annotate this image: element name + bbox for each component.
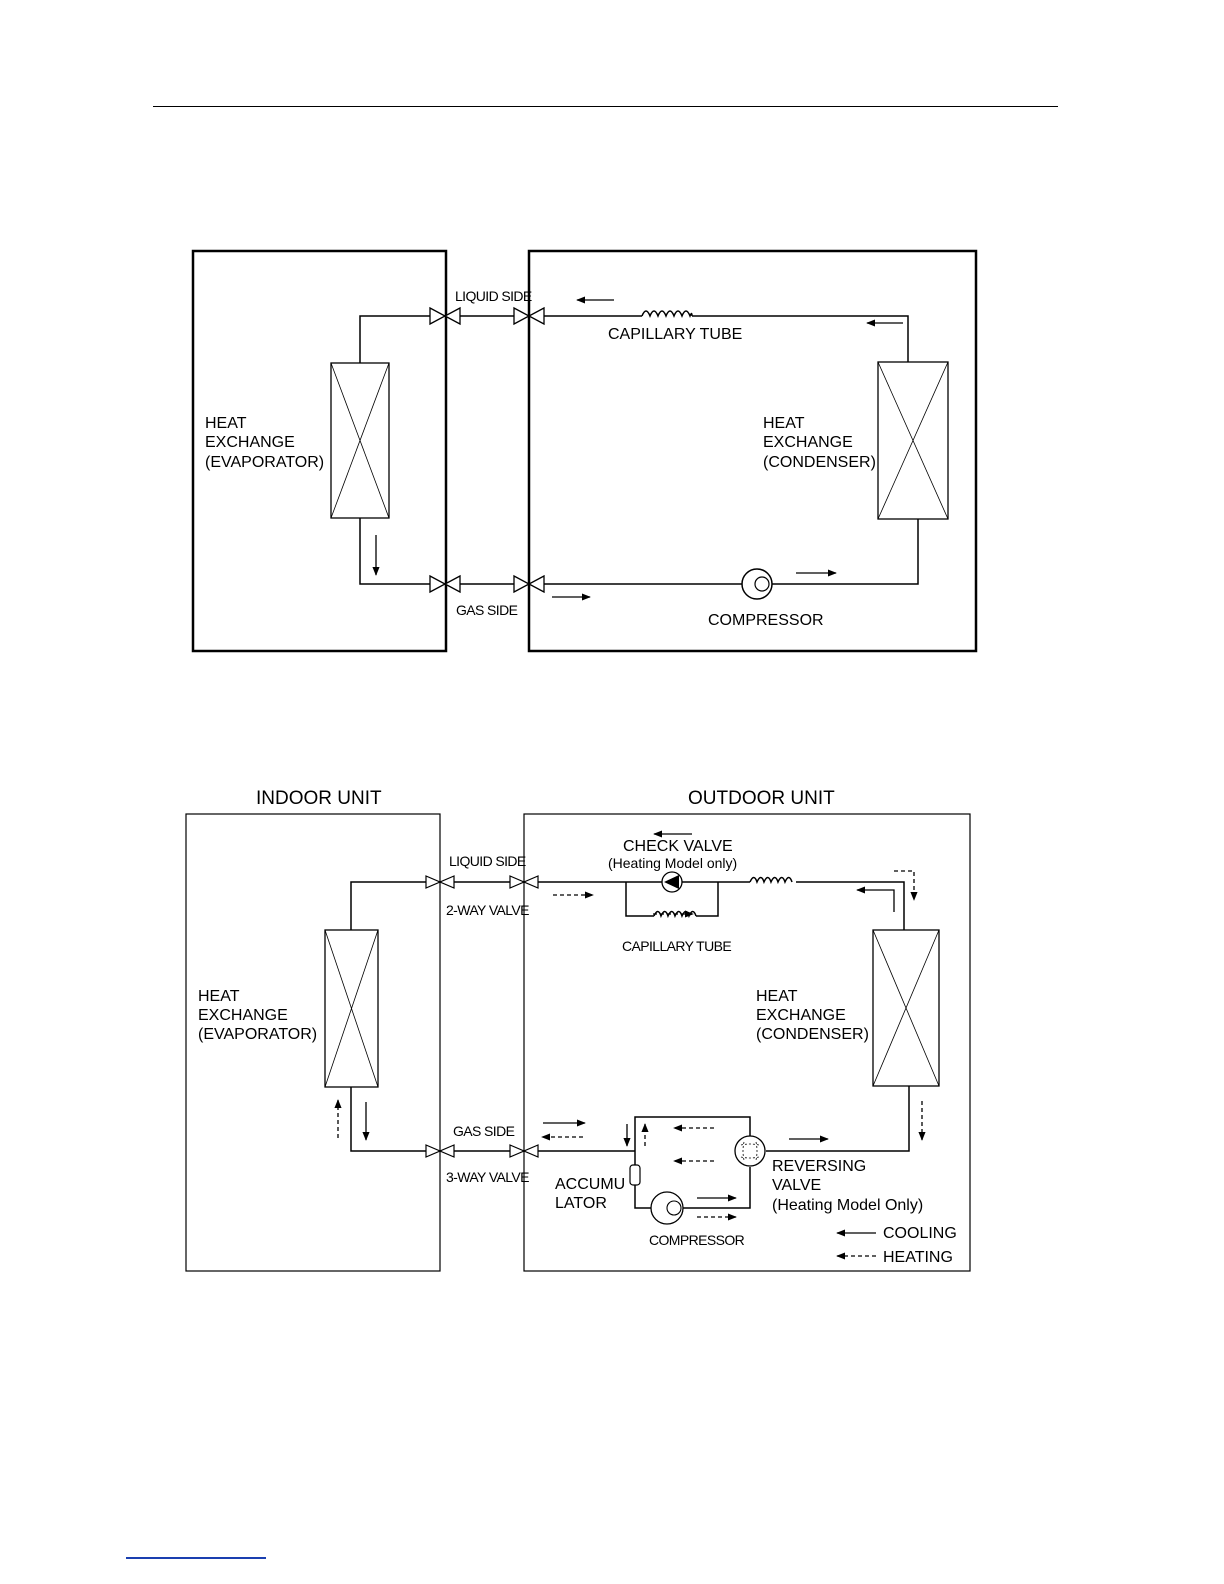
accumulator-outlet <box>634 1185 652 1209</box>
check-valve-symbol <box>661 871 683 893</box>
gas-line <box>359 518 919 585</box>
condenser-label: HEAT EXCHANGE (CONDENSER) <box>756 988 869 1043</box>
evaporator-coil <box>324 929 379 1088</box>
gas-valve-indoor <box>429 574 461 594</box>
cooling-arrow <box>856 886 895 912</box>
header-rule <box>153 106 1058 107</box>
liquid-line <box>350 881 826 930</box>
svg-text:EXCHANGE: EXCHANGE <box>198 1007 288 1024</box>
svg-text:REVERSING: REVERSING <box>772 1158 866 1175</box>
svg-text:(EVAPORATOR): (EVAPORATOR) <box>205 454 324 471</box>
capillary-tube-coil <box>641 308 693 322</box>
two-way-valve-label: 2-WAY VALVE <box>446 902 529 918</box>
condenser-coil <box>877 361 949 520</box>
svg-text:EXCHANGE: EXCHANGE <box>763 434 853 451</box>
svg-text:HEAT: HEAT <box>198 988 240 1005</box>
outdoor-unit-title: OUTDOOR UNIT <box>688 788 835 809</box>
reversing-valve-label: REVERSING VALVE (Heating Model Only) <box>772 1158 923 1214</box>
svg-text:(CONDENSER): (CONDENSER) <box>756 1026 869 1043</box>
svg-text:HEAT: HEAT <box>756 988 798 1005</box>
svg-text:EXCHANGE: EXCHANGE <box>756 1007 846 1024</box>
compressor-symbol <box>741 568 773 600</box>
gas-valve-outdoor <box>513 574 545 594</box>
legend: COOLING HEATING <box>836 1225 957 1266</box>
accumulator-pipe <box>634 1116 751 1151</box>
accumulator-symbol <box>629 1164 641 1186</box>
liquid-line-condenser <box>826 881 905 930</box>
evaporator-label: HEAT EXCHANGE (EVAPORATOR) <box>198 988 317 1043</box>
condenser-coil <box>872 929 940 1087</box>
accumulator-label: ACCUMU LATOR <box>555 1176 625 1212</box>
gas-line <box>350 1087 635 1152</box>
three-way-valve-label: 3-WAY VALVE <box>446 1169 529 1185</box>
svg-text:(CONDENSER): (CONDENSER) <box>763 454 876 471</box>
capillary-tube-label: CAPILLARY TUBE <box>622 938 731 954</box>
svg-text:EXCHANGE: EXCHANGE <box>205 434 295 451</box>
liquid-valve-indoor <box>425 875 455 889</box>
outdoor-unit-box <box>527 249 978 653</box>
three-way-valve <box>509 1144 539 1158</box>
check-valve-note: (Heating Model only) <box>608 855 737 871</box>
gas-side-label: GAS SIDE <box>456 602 518 618</box>
compressor-label: COMPRESSOR <box>649 1232 745 1248</box>
compressor-label: COMPRESSOR <box>708 612 824 629</box>
indoor-unit-title: INDOOR UNIT <box>256 788 382 809</box>
capillary-coil-main <box>749 876 796 888</box>
evaporator-label: HEAT EXCHANGE (EVAPORATOR) <box>205 415 324 471</box>
svg-text:(Heating Model Only): (Heating Model Only) <box>772 1197 923 1214</box>
two-way-valve <box>509 875 539 889</box>
compressor-symbol <box>650 1191 684 1225</box>
cooling-only-diagram: LIQUID SIDE GAS SIDE CAPILLARY TUBE COMP… <box>191 249 978 653</box>
capillary-coil-bypass <box>653 910 697 922</box>
heat-pump-diagram: INDOOR UNIT OUTDOOR UNIT <box>185 788 971 1272</box>
svg-text:LATOR: LATOR <box>555 1195 607 1212</box>
gas-side-label: GAS SIDE <box>453 1123 515 1139</box>
liquid-side-label: LIQUID SIDE <box>455 288 532 304</box>
liquid-valve-outdoor <box>513 306 545 326</box>
svg-text:ACCUMU: ACCUMU <box>555 1176 625 1193</box>
condenser-label: HEAT EXCHANGE (CONDENSER) <box>763 415 876 471</box>
check-valve-label: CHECK VALVE <box>623 838 733 855</box>
svg-text:(EVAPORATOR): (EVAPORATOR) <box>198 1026 317 1043</box>
svg-text:HEAT: HEAT <box>763 415 805 432</box>
liquid-line <box>359 315 909 363</box>
legend-heating-label: HEATING <box>883 1249 953 1266</box>
evaporator-coil <box>330 362 390 519</box>
to-condenser-line <box>766 1086 910 1152</box>
liquid-valve-indoor <box>429 306 461 326</box>
footer-rule <box>126 1557 266 1559</box>
gas-valve-indoor <box>425 1144 455 1158</box>
svg-text:VALVE: VALVE <box>772 1177 821 1194</box>
svg-text:HEAT: HEAT <box>205 415 247 432</box>
outdoor-unit-box <box>523 813 971 1272</box>
liquid-side-label: LIQUID SIDE <box>449 853 526 869</box>
indoor-unit-box <box>185 813 441 1272</box>
legend-cooling-label: COOLING <box>883 1225 957 1242</box>
indoor-unit-box <box>191 249 448 653</box>
reversing-valve-symbol <box>734 1135 766 1167</box>
capillary-tube-label: CAPILLARY TUBE <box>608 326 742 343</box>
compressor-discharge <box>683 1167 751 1209</box>
